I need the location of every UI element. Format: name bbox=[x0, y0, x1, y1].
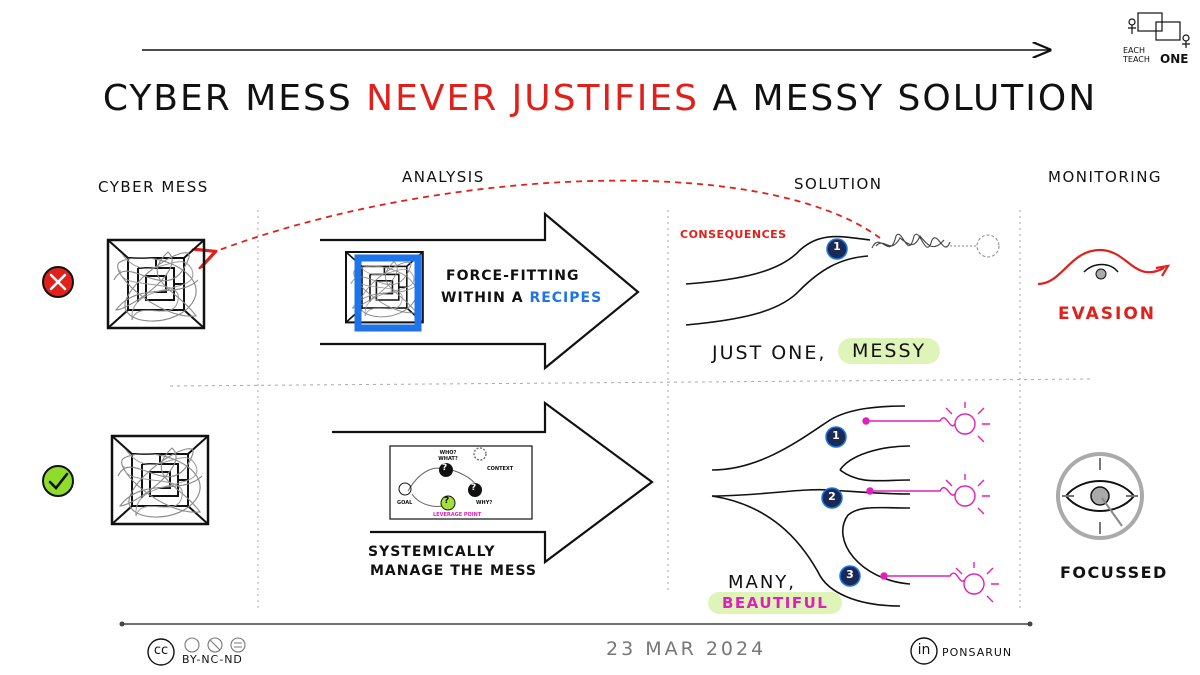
manage-mess-label: MANAGE THE MESS bbox=[370, 563, 537, 579]
cross-icon bbox=[42, 266, 74, 298]
license-icons bbox=[184, 637, 246, 653]
context-label: CONTEXT bbox=[487, 466, 514, 472]
why-label: WHY? bbox=[476, 500, 493, 506]
within-recipes-label: WITHIN A RECIPES bbox=[441, 290, 602, 306]
path-number-label: 1 bbox=[833, 240, 841, 253]
title-part-2: NEVER JUSTIFIES bbox=[366, 78, 700, 119]
analysis-arrow-shape bbox=[332, 400, 654, 565]
focus-eye-icon bbox=[1056, 452, 1144, 540]
messy-label: MESSY bbox=[838, 338, 941, 364]
linkedin-icon bbox=[910, 637, 938, 665]
many-label: MANY, bbox=[728, 572, 797, 593]
column-header-analysis: ANALYSIS bbox=[402, 168, 485, 186]
path-number-label: 2 bbox=[828, 490, 836, 503]
column-header-monitoring: MONITORING bbox=[1048, 168, 1163, 186]
page-title: CYBER MESS NEVER JUSTIFIES A MESSY SOLUT… bbox=[0, 78, 1200, 119]
linkedin-label[interactable]: in bbox=[917, 642, 931, 658]
recipes-text: RECIPES bbox=[529, 290, 603, 306]
logo-line-2: TEACH bbox=[1123, 55, 1150, 64]
evasion-eye-icon bbox=[1037, 248, 1171, 286]
recipe-box-icon bbox=[354, 254, 422, 332]
cc-label: cc bbox=[153, 643, 169, 658]
who-what-label: WHO? WHAT? bbox=[438, 450, 458, 462]
number-badge-icon bbox=[821, 426, 861, 587]
question-mark: ? bbox=[442, 463, 448, 473]
logo-line-1: EACH bbox=[1123, 46, 1145, 55]
just-one-label: JUST ONE, bbox=[712, 342, 827, 364]
cyber-mess-maze-icon bbox=[106, 238, 206, 330]
logo-text: EACH TEACH bbox=[1123, 46, 1150, 64]
path-number-label: 1 bbox=[832, 429, 840, 442]
cc-icon bbox=[147, 638, 175, 666]
check-icon bbox=[42, 465, 74, 497]
question-mark: ? bbox=[471, 483, 477, 493]
evasion-label: EVASION bbox=[1058, 304, 1157, 324]
cyber-mess-maze-icon bbox=[110, 434, 210, 526]
logo-icon bbox=[1128, 12, 1190, 48]
number-badge-icon bbox=[826, 238, 848, 260]
beautiful-label: BEAUTIFUL bbox=[708, 592, 843, 614]
goal-label: GOAL bbox=[397, 500, 413, 506]
within-a-text: WITHIN A bbox=[441, 290, 524, 306]
leverage-label: LEVERAGE POINT bbox=[433, 512, 482, 518]
analysis-arrow-shape bbox=[320, 211, 640, 371]
date-label: 23 MAR 2024 bbox=[606, 638, 767, 660]
systems-diagram bbox=[389, 445, 533, 520]
column-header-cyber-mess: CYBER MESS bbox=[98, 178, 209, 196]
column-header-solution: SOLUTION bbox=[794, 175, 883, 193]
force-fitting-label: FORCE-FITTING bbox=[446, 268, 580, 284]
logo-line-3: ONE bbox=[1160, 52, 1189, 66]
title-part-3: A MESSY SOLUTION bbox=[712, 78, 1098, 119]
single-path-icon bbox=[685, 233, 1000, 326]
feedback-arrow bbox=[214, 179, 881, 252]
title-part-1: CYBER MESS bbox=[102, 78, 353, 119]
systemically-label: SYSTEMICALLY bbox=[368, 544, 496, 560]
consequences-label: CONSEQUENCES bbox=[680, 228, 787, 241]
focussed-label: FOCUSSED bbox=[1060, 563, 1168, 582]
question-mark: ? bbox=[444, 496, 450, 506]
lightbulb-icon bbox=[862, 402, 999, 603]
path-number-label: 3 bbox=[846, 568, 854, 581]
author-label[interactable]: PONSARUN bbox=[942, 646, 1013, 659]
license-label: BY-NC-ND bbox=[182, 653, 243, 666]
